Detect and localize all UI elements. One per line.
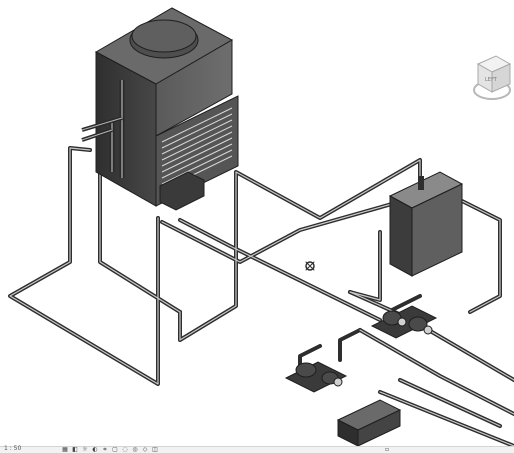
detail-level-icon[interactable]: ▦ bbox=[62, 446, 68, 453]
shadows-icon[interactable]: ◐ bbox=[92, 446, 98, 453]
piping-network bbox=[8, 146, 514, 446]
water-cooled-chiller[interactable] bbox=[388, 171, 464, 277]
pipe-chilled-water-main bbox=[348, 290, 514, 382]
pipe-lower-pump-discharge bbox=[338, 328, 362, 362]
pump-assembly-lower[interactable] bbox=[284, 361, 348, 393]
worksharing-icon[interactable]: ◇ bbox=[142, 446, 148, 453]
view-cube-face-label: LEFT bbox=[485, 77, 498, 83]
scroll-indicator-icon[interactable]: ▫ bbox=[384, 446, 390, 453]
sun-path-icon[interactable]: ☼ bbox=[82, 446, 88, 453]
visual-style-icon[interactable]: ◧ bbox=[72, 446, 78, 453]
view-control-bar: 1 : 50 ▦ ◧ ☼ ◐ ⌗ ▢ ◌ ◎ ◇ ◫ ▫ bbox=[0, 445, 514, 453]
analytical-model-icon[interactable]: ◫ bbox=[152, 446, 158, 453]
view-cube-icon[interactable]: LEFT bbox=[470, 50, 514, 110]
reveal-hidden-icon[interactable]: ◎ bbox=[132, 446, 138, 453]
view-scale[interactable]: 1 : 50 bbox=[4, 445, 22, 452]
temporary-hide-icon[interactable]: ◌ bbox=[122, 446, 128, 453]
pipe-chiller-drop bbox=[348, 230, 382, 302]
view-cube[interactable]: LEFT bbox=[470, 50, 514, 110]
pump-assembly-upper[interactable] bbox=[370, 305, 438, 339]
control-panel[interactable] bbox=[336, 399, 402, 446]
crop-view-icon[interactable]: ⌗ bbox=[103, 446, 107, 453]
cooling-tower[interactable] bbox=[81, 7, 239, 211]
show-crop-region-icon[interactable]: ▢ bbox=[112, 446, 118, 453]
valve bbox=[305, 261, 315, 271]
